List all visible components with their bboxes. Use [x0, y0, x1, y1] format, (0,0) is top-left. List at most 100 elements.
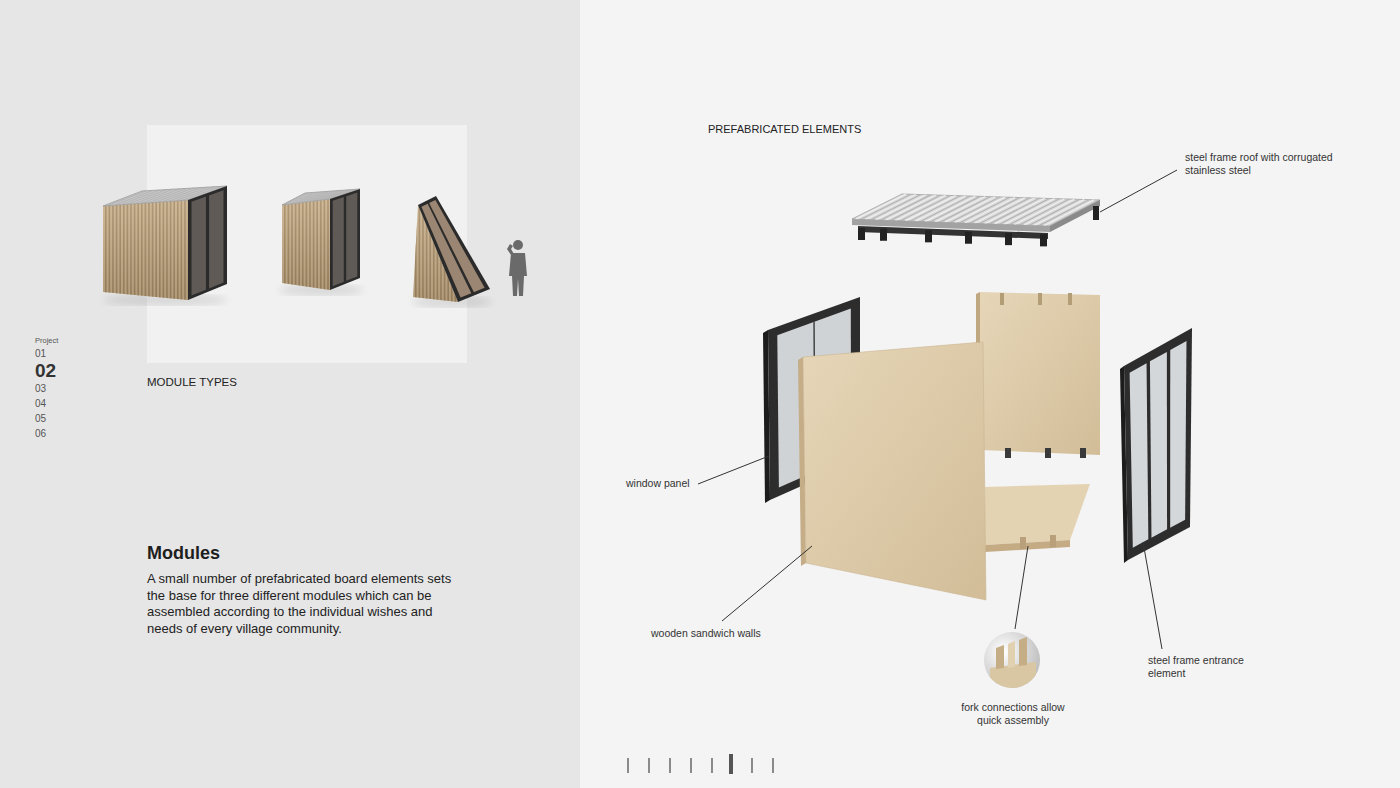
roof-rib [1029, 199, 1079, 225]
roof-bracket [880, 229, 887, 241]
roof-rib [910, 196, 960, 221]
roof-rib [881, 195, 931, 220]
leader-line [1143, 542, 1162, 649]
page-tick-active [729, 754, 733, 774]
fork-tine [996, 645, 1004, 669]
roof-rib [121, 190, 160, 205]
project-index: 06 [35, 428, 46, 440]
roof-rib [920, 196, 970, 221]
roof-bracket [1040, 234, 1047, 246]
wood-slats [282, 199, 332, 290]
glass-frame [188, 186, 227, 300]
section-label: MODULE TYPES [147, 376, 237, 390]
fork-joint [990, 637, 1036, 700]
art-shape [282, 199, 330, 290]
roof-rib [1049, 200, 1099, 226]
art-shape [103, 200, 188, 300]
callout-label: fork connections allow quick assembly [948, 701, 1078, 726]
section-label: PREFABRICATED ELEMENTS [708, 123, 861, 136]
back-wall [980, 292, 1100, 455]
roof-bracket [925, 230, 932, 242]
roof-rib [128, 190, 167, 205]
leader-line [722, 546, 812, 621]
page-tick [669, 758, 670, 773]
roof-rib [945, 197, 995, 222]
roof-rib [915, 196, 965, 221]
exploded-module [763, 194, 1192, 600]
left-panel [0, 0, 580, 788]
glass-pane [192, 197, 206, 296]
glass-frame [330, 189, 360, 290]
module-renders [103, 186, 527, 307]
fork-slot [1038, 293, 1042, 305]
person-head [513, 240, 523, 250]
roof-rib [134, 189, 173, 204]
roof-rib [990, 198, 1040, 224]
roof-rib [975, 198, 1025, 224]
leader-line [1015, 546, 1028, 629]
roof-rib [856, 194, 906, 219]
roof-rib [1009, 199, 1059, 225]
entrance-glass [1130, 363, 1149, 547]
fork-tab [1050, 535, 1056, 547]
roof-edge [1050, 200, 1100, 232]
roof-rib [955, 197, 1005, 223]
page-tick [772, 758, 773, 773]
roof-rib [114, 190, 153, 205]
glass-pane [421, 204, 471, 298]
project-index: Project [35, 336, 58, 345]
project-index: 04 [35, 398, 46, 410]
page-tick [690, 758, 691, 773]
fork-slot [1000, 293, 1004, 305]
roof-rib [930, 196, 980, 221]
roof-rib [901, 195, 951, 220]
entrance-glass [1170, 341, 1186, 528]
project-index: 05 [35, 413, 46, 425]
wall-foot [1005, 448, 1011, 458]
roof-rib [886, 195, 936, 220]
page-tick [751, 758, 752, 773]
roof-rib [940, 197, 990, 222]
roof-rib [896, 195, 946, 220]
roof-rib [950, 197, 1000, 222]
callout-label: wooden sandwich walls [651, 627, 761, 640]
roof-rib [960, 197, 1010, 223]
project-index: 01 [35, 348, 46, 360]
roof-rib [905, 196, 955, 221]
art-shape [103, 200, 188, 300]
roof-rib [107, 191, 146, 206]
roof-rib [861, 194, 911, 219]
wall-foot [1045, 448, 1051, 458]
page-tick [711, 758, 712, 773]
roof-bracket [1005, 233, 1012, 245]
floor-plate [985, 484, 1090, 545]
page-indicator [628, 754, 773, 774]
roof-rib [980, 198, 1030, 224]
roof-rib [871, 195, 921, 220]
roof-rib [866, 194, 916, 219]
fork-tab [1020, 537, 1026, 549]
fork-slot [1068, 293, 1072, 305]
leader-lines [698, 170, 1177, 649]
roof-bracket [1093, 206, 1099, 220]
fork-tine [1008, 641, 1015, 668]
callout-label: window panel [626, 477, 690, 490]
fork-detail [984, 632, 1040, 700]
leader-line [1100, 170, 1177, 212]
roof-rib [148, 188, 187, 202]
callout-label: steel frame roof with corrugated stainle… [1185, 151, 1335, 176]
leader-line [698, 456, 769, 484]
roof-rib [141, 189, 180, 204]
project-index: 02 [35, 360, 56, 383]
roof-rib [995, 198, 1045, 224]
render-panel [147, 125, 467, 363]
heading: Modules [147, 543, 220, 565]
roof-rib [891, 195, 941, 220]
project-index: 03 [35, 383, 46, 395]
roof-rib [985, 198, 1035, 224]
entrance-frame [1124, 328, 1192, 560]
roof-rib [970, 198, 1020, 224]
glass-pane [346, 193, 357, 281]
roof-bracket [858, 228, 865, 240]
